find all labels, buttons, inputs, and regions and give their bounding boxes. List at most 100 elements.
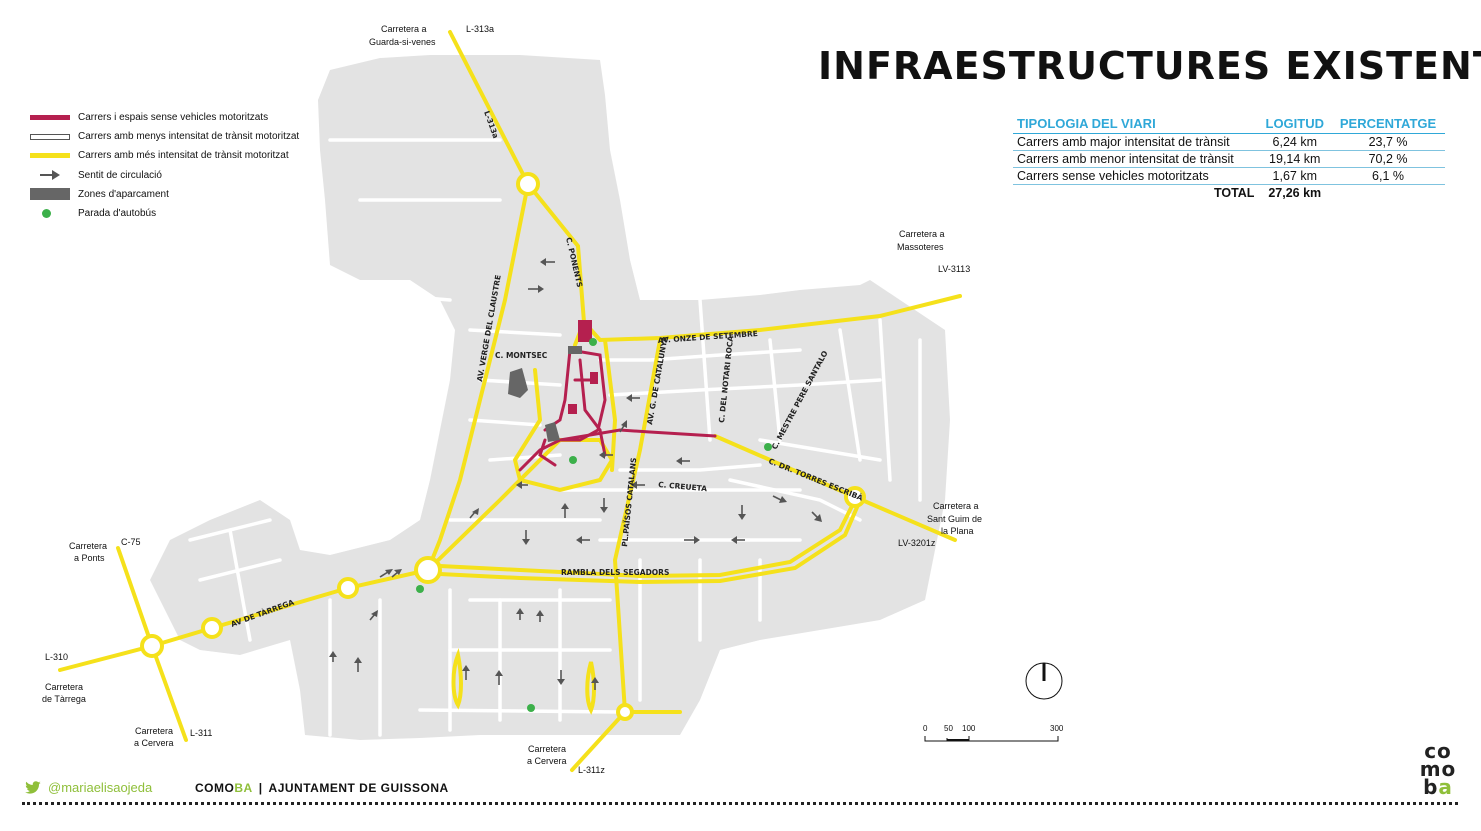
high-traffic-line-swatch bbox=[30, 149, 70, 163]
comoba-logo: co mo ba bbox=[1418, 741, 1458, 799]
place-tarrega-1: Carretera bbox=[45, 682, 83, 692]
row-length: 1,67 km bbox=[1258, 167, 1332, 185]
arrow-2 bbox=[528, 285, 544, 293]
legend-label: Zones d'aparcament bbox=[78, 188, 169, 200]
brand-name-accent: BA bbox=[234, 781, 253, 795]
roundabouts bbox=[140, 172, 866, 721]
row-length: 6,24 km bbox=[1258, 133, 1332, 151]
traffic-arrows bbox=[329, 258, 822, 690]
place-cervera-s-2: a Cervera bbox=[527, 756, 567, 766]
place-massoteres-1: Carretera a bbox=[899, 229, 945, 239]
arrow-18 bbox=[469, 508, 479, 519]
total-row: TOTAL 27,26 km bbox=[1013, 185, 1445, 202]
legend-item-pedestrian: Carrers i espais sense vehicles motoritz… bbox=[30, 108, 299, 127]
north-arrow-icon bbox=[1025, 662, 1063, 700]
parking-zones bbox=[508, 346, 582, 442]
place-l311: L-311 bbox=[190, 728, 212, 738]
total-value: 27,26 km bbox=[1268, 186, 1322, 200]
arrow-4 bbox=[599, 451, 613, 459]
header-length: LOGITUD bbox=[1258, 114, 1332, 134]
row-percent: 70,2 % bbox=[1331, 150, 1445, 168]
low-traffic-line-swatch bbox=[30, 130, 70, 144]
legend-label: Sentit de circulació bbox=[78, 169, 162, 181]
arrow-20 bbox=[391, 569, 402, 578]
legend-label: Carrers amb més intensitat de trànsit mo… bbox=[78, 150, 289, 162]
arrow-13 bbox=[684, 536, 700, 544]
arrow-12 bbox=[576, 536, 590, 544]
place-cervera-s-1: Carretera bbox=[528, 744, 566, 754]
street-label-creueta: C. CREUETA bbox=[658, 480, 708, 493]
total-label: TOTAL bbox=[1213, 186, 1255, 200]
legend-item-direction: Sentit de circulació bbox=[30, 166, 299, 185]
place-guardasivenes-1: Carretera a bbox=[381, 24, 427, 34]
arrow-29 bbox=[591, 677, 599, 690]
arrow-5 bbox=[619, 420, 627, 433]
scale-label-300: 300 bbox=[1050, 724, 1064, 733]
twitter-link[interactable]: @mariaelisaojeda bbox=[24, 780, 152, 795]
header-percent: PERCENTATGE bbox=[1331, 114, 1445, 134]
arrow-28 bbox=[557, 670, 565, 685]
arrow-right-icon bbox=[30, 168, 70, 182]
twitter-bird-icon bbox=[25, 780, 41, 794]
arrow-23 bbox=[354, 657, 362, 672]
place-l313a: L-313a bbox=[466, 24, 494, 34]
map-legend: Carrers i espais sense vehicles motoritz… bbox=[30, 108, 299, 223]
place-cervera-w-2: a Cervera bbox=[134, 738, 174, 748]
legend-item-high-traffic: Carrers amb més intensitat de trànsit mo… bbox=[30, 146, 299, 165]
arrow-6 bbox=[676, 457, 690, 465]
legend-item-bus-stop: Parada d'autobús bbox=[30, 204, 299, 223]
arrow-10 bbox=[600, 498, 608, 513]
bus-stops bbox=[416, 338, 772, 712]
arrow-11 bbox=[522, 530, 530, 545]
road-stats-table: TIPOLOGIA DEL VIARI LOGITUD PERCENTATGE … bbox=[1013, 114, 1445, 201]
arrow-25 bbox=[536, 610, 544, 622]
arrow-1 bbox=[540, 258, 555, 266]
arrow-24 bbox=[516, 608, 524, 620]
row-percent: 23,7 % bbox=[1331, 133, 1445, 151]
row-percent: 6,1 % bbox=[1331, 167, 1445, 185]
row-length: 19,14 km bbox=[1258, 150, 1332, 168]
place-santguim-1: Carretera a bbox=[933, 501, 979, 511]
logo-line-3-pre: b bbox=[1423, 775, 1439, 799]
place-tarrega-2: de Tàrrega bbox=[42, 694, 86, 704]
place-c75: C-75 bbox=[121, 537, 141, 547]
footer: @mariaelisaojeda COMOBA|AJUNTAMENT DE GU… bbox=[0, 780, 1481, 810]
arrow-17 bbox=[811, 511, 822, 522]
place-santguim-3: la Plana bbox=[941, 526, 974, 536]
arrow-7 bbox=[631, 481, 645, 489]
arrow-27 bbox=[495, 670, 503, 685]
logo-line-3-accent: a bbox=[1438, 775, 1453, 799]
scale-label-100: 100 bbox=[962, 724, 976, 733]
place-labels: Carretera a Guarda-si-venes L-313a Carre… bbox=[42, 24, 982, 775]
parking-zone-swatch bbox=[30, 187, 70, 201]
table-row: Carrers amb major intensitat de trànsit … bbox=[1013, 133, 1445, 151]
major-roads bbox=[58, 30, 962, 772]
page-title: INFRAESTRUCTURES EXISTENTS bbox=[818, 44, 1481, 88]
scale-label-0: 0 bbox=[923, 724, 928, 733]
street-label-rambla-segadors: RAMBLA DELS SEGADORS bbox=[561, 568, 669, 577]
arrow-16 bbox=[772, 495, 787, 503]
arrow-3 bbox=[626, 394, 640, 402]
arrow-21 bbox=[369, 610, 378, 621]
logo-line-3: ba bbox=[1418, 775, 1458, 799]
legend-label: Carrers i espais sense vehicles motoritz… bbox=[78, 112, 269, 124]
arrow-14 bbox=[731, 536, 745, 544]
stats-header-row: TIPOLOGIA DEL VIARI LOGITUD PERCENTATGE bbox=[1013, 114, 1445, 134]
legend-item-parking: Zones d'aparcament bbox=[30, 185, 299, 204]
place-ponts-2: a Ponts bbox=[74, 553, 105, 563]
scale-label-50: 50 bbox=[944, 724, 953, 733]
scale-bar: 0 50 100 300 bbox=[923, 724, 1064, 742]
total-empty bbox=[1331, 185, 1445, 202]
legend-label: Carrers amb menys intensitat de trànsit … bbox=[78, 131, 300, 143]
brand-separator: | bbox=[258, 781, 263, 795]
bus-stop-dot-icon bbox=[30, 207, 70, 221]
place-l310: L-310 bbox=[45, 652, 68, 662]
brand-name: COMO bbox=[195, 781, 235, 795]
arrow-19 bbox=[379, 569, 393, 578]
row-type: Carrers sense vehicles motoritzats bbox=[1013, 167, 1259, 185]
minor-streets bbox=[188, 138, 922, 737]
arrow-9 bbox=[561, 503, 569, 518]
table-row: Carrers sense vehicles motoritzats 1,67 … bbox=[1013, 167, 1445, 185]
footer-divider bbox=[22, 802, 1458, 805]
